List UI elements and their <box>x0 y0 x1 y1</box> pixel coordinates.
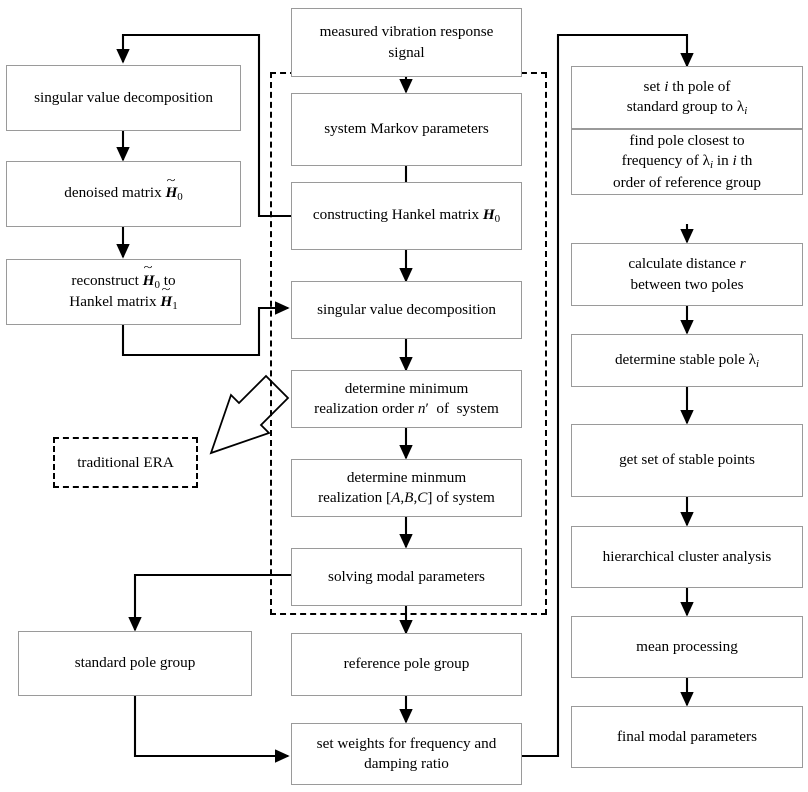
node-markov-parameters[interactable]: system Markov parameters <box>291 93 522 166</box>
node-final-modal-parameters[interactable]: final modal parameters <box>571 706 803 768</box>
node-label: denoised matrix H0 <box>64 183 183 205</box>
traditional-era-hollow-arrow <box>209 374 290 455</box>
node-hierarchical-cluster[interactable]: hierarchical cluster analysis <box>571 526 803 588</box>
node-label: singular value decomposition <box>317 300 496 318</box>
node-stable-points-set[interactable]: get set of stable points <box>571 424 803 497</box>
node-label: singular value decomposition <box>34 88 213 106</box>
wire-solving-to-standardgroup <box>128 573 291 632</box>
node-label: constructing Hankel matrix H0 <box>312 206 501 226</box>
node-svd-middle[interactable]: singular value decomposition <box>291 281 522 339</box>
node-label: get set of stable points <box>619 451 755 469</box>
node-reference-pole-group[interactable]: reference pole group <box>291 633 522 696</box>
node-label: reference pole group <box>343 655 470 673</box>
node-label: final modal parameters <box>616 727 757 745</box>
node-label: determine stable pole λi <box>614 350 760 370</box>
node-label: traditional ERA <box>77 453 174 471</box>
node-svd-left[interactable]: singular value decomposition <box>6 65 241 131</box>
node-solving-modal-parameters[interactable]: solving modal parameters <box>291 548 522 606</box>
node-label: standard pole group <box>74 654 196 672</box>
node-label: hierarchical cluster analysis <box>602 547 772 565</box>
node-denoised-matrix[interactable]: denoised matrix H0 <box>6 161 241 227</box>
node-label: solving modal parameters <box>328 567 485 585</box>
node-constructing-hankel[interactable]: constructing Hankel matrix H0 <box>291 182 522 250</box>
node-label: system Markov parameters <box>324 120 489 138</box>
wire-standardgroup-to-setweights <box>133 696 290 763</box>
node-traditional-era[interactable]: traditional ERA <box>53 437 198 488</box>
node-determine-stable-pole[interactable]: determine stable pole λi <box>571 334 803 387</box>
node-mean-processing[interactable]: mean processing <box>571 616 803 678</box>
node-label: mean processing <box>636 637 738 655</box>
node-standard-pole-group[interactable]: standard pole group <box>18 631 252 696</box>
